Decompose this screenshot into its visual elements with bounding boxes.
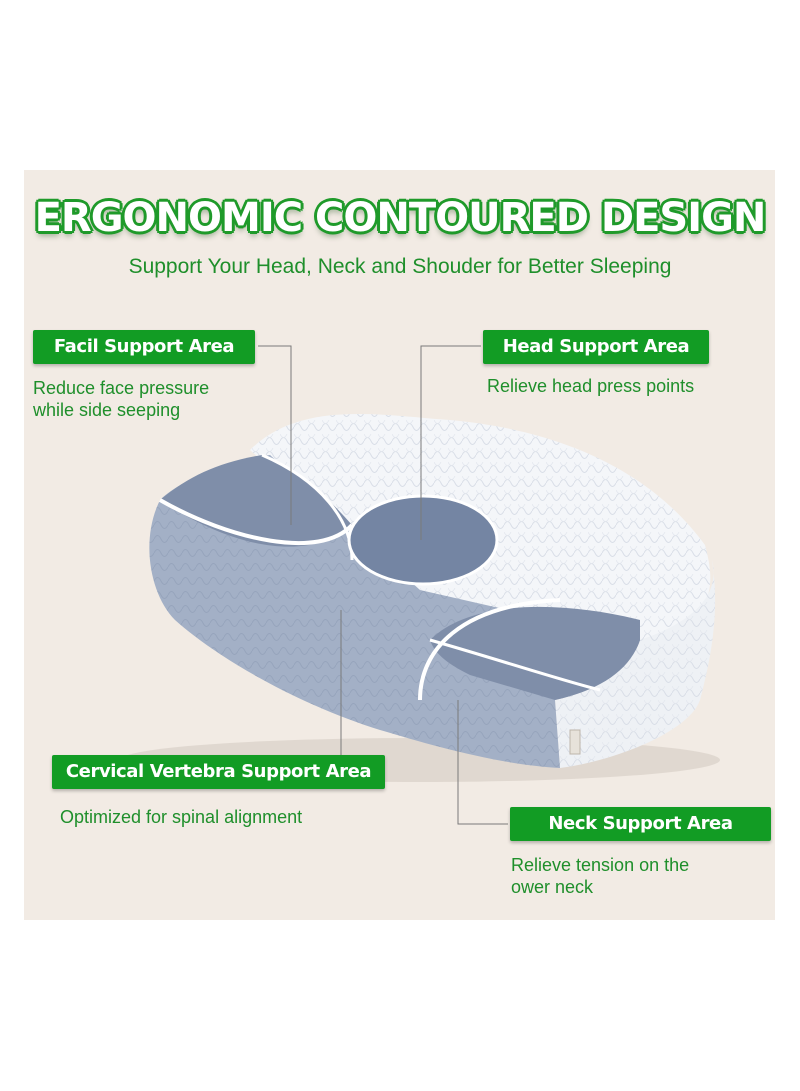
page-subtitle: Support Your Head, Neck and Shouder for … — [128, 255, 672, 278]
cervical-support-desc: Optimized for spinal alignment — [60, 807, 303, 827]
leader-neck — [457, 700, 508, 825]
head-support-desc: Relieve head press points — [487, 376, 695, 396]
neck-support-desc-line-1: Relieve tension on the — [511, 855, 690, 875]
neck-support-desc-line-2: ower neck — [511, 877, 594, 897]
pillow-neck-zone — [430, 606, 640, 700]
pillow-head-zone — [347, 494, 499, 586]
neck-support-badge: Neck Support Area — [510, 807, 771, 841]
facial-support-badge: Facil Support Area — [33, 330, 255, 364]
leader-facial — [258, 345, 292, 525]
cervical-support-badge: Cervical Vertebra Support Area — [52, 755, 385, 789]
page-title: ERGONOMIC CONTOURED DESIGN — [34, 195, 767, 241]
facial-support-desc-line-1: Reduce face pressure — [33, 378, 210, 398]
facial-support-desc-line-2: while side seeping — [33, 400, 181, 420]
head-support-badge: Head Support Area — [483, 330, 709, 364]
pillow-tag — [569, 729, 581, 755]
leader-head — [420, 345, 481, 540]
